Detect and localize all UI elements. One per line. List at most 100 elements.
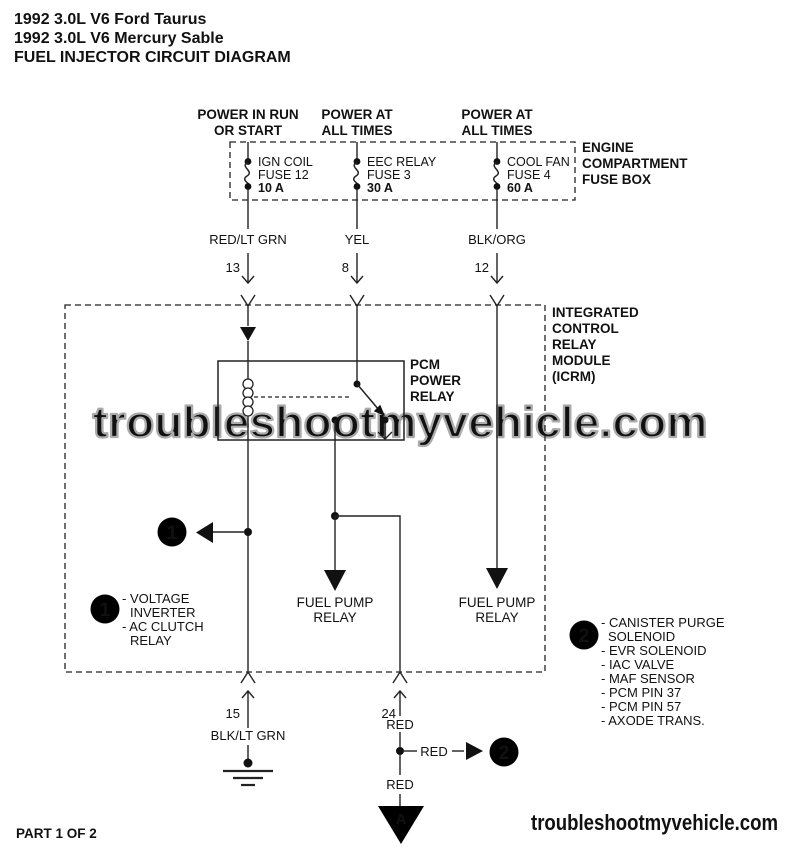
- fuse-name: COOL FAN: [507, 155, 570, 169]
- switch-contact-dot: [381, 416, 389, 424]
- legend2-badge-number: 2: [579, 626, 590, 647]
- svg-text:- MAF SENSOR: - MAF SENSOR: [601, 671, 695, 686]
- fuse-box-label-1: ENGINE: [582, 140, 634, 155]
- relay-label: PCM POWER RELAY: [410, 357, 461, 404]
- svg-text:- CANISTER PURGE: - CANISTER PURGE: [601, 615, 725, 630]
- arrow-right-icon: [466, 742, 483, 760]
- pin-number: 15: [226, 706, 240, 721]
- col3-header-line2: ALL TIMES: [461, 123, 532, 138]
- ground-icon: [223, 758, 273, 787]
- title-line-2: 1992 3.0L V6 Mercury Sable: [14, 30, 224, 47]
- wire-color-label: BLK/LT GRN: [211, 728, 286, 743]
- fuse-box-label-2: COMPARTMENT: [582, 156, 688, 171]
- fuse-terminal-dot: [244, 183, 252, 190]
- icrm-input-connectors: [240, 253, 505, 308]
- fuse-amps: 30 A: [367, 181, 393, 195]
- svg-text:FUEL PUMP: FUEL PUMP: [459, 595, 536, 610]
- wire-color-label: RED: [386, 777, 413, 792]
- connector-pin-8: [349, 253, 365, 308]
- icrm-label-5: (ICRM): [552, 369, 596, 384]
- site-name: troubleshootmyvehicle.com: [531, 810, 778, 835]
- arrow-down-icon: [490, 275, 504, 285]
- arrow-left-icon: [196, 522, 213, 543]
- col1-header-line2: OR START: [214, 123, 283, 138]
- svg-text:INVERTER: INVERTER: [130, 605, 196, 620]
- part-indicator: PART 1 OF 2: [16, 826, 97, 841]
- svg-text:RELAY: RELAY: [130, 633, 172, 648]
- connector-a-letter: A: [396, 811, 407, 828]
- icrm-label-1: INTEGRATED: [552, 305, 639, 320]
- wire-color-label: RED: [386, 717, 413, 732]
- svg-text:- VOLTAGE: - VOLTAGE: [122, 591, 190, 606]
- arrow-down-icon: [324, 570, 346, 591]
- wire-color-label: RED/LT GRN: [209, 232, 287, 247]
- wire-color-label: YEL: [345, 232, 370, 247]
- col2-header-line2: ALL TIMES: [321, 123, 392, 138]
- fuse-cool-fan: COOL FAN FUSE 4 60 A: [493, 142, 570, 229]
- legend-2: 2 - CANISTER PURGE SOLENOID - EVR SOLENO…: [569, 615, 725, 728]
- pin-number: 8: [342, 260, 349, 275]
- legend2-badge: [569, 620, 599, 650]
- pin-number: 24: [382, 706, 396, 721]
- legend-1: 1 - VOLTAGE INVERTER - AC CLUTCH RELAY: [90, 591, 204, 648]
- title-line-1: 1992 3.0L V6 Ford Taurus: [14, 11, 206, 28]
- svg-text:RELAY: RELAY: [313, 610, 356, 625]
- watermark-text: troubleshootmyvehicle.com: [93, 398, 708, 447]
- power-source-headers: POWER IN RUN OR START POWER AT ALL TIMES…: [197, 107, 533, 138]
- relay-label-2: POWER: [410, 373, 461, 388]
- svg-text:SOLENOID: SOLENOID: [608, 629, 675, 644]
- fuse-terminal-dot: [493, 183, 501, 190]
- connector-pin-12: [489, 253, 505, 308]
- svg-text:- PCM PIN 37: - PCM PIN 37: [601, 685, 681, 700]
- legend1-badge-number: 1: [100, 600, 111, 621]
- pin15-ground-path: [240, 670, 256, 763]
- title-block: 1992 3.0L V6 Ford Taurus 1992 3.0L V6 Me…: [14, 11, 291, 66]
- callout2-pointer: 2: [489, 737, 519, 767]
- svg-text:- AC CLUTCH: - AC CLUTCH: [122, 619, 204, 634]
- fuse-amps: 10 A: [258, 181, 284, 195]
- callout1-badge-number: 1: [167, 523, 178, 544]
- pin-number: 12: [475, 260, 489, 275]
- arrow-down-icon: [350, 275, 364, 285]
- switch-blade: [356, 383, 380, 411]
- wire-color-label: BLK/ORG: [468, 232, 526, 247]
- callout1-badge: [157, 517, 187, 547]
- connector-pin-13: [240, 253, 256, 308]
- pin-number: 13: [226, 260, 240, 275]
- socket-icon: [392, 670, 408, 684]
- col2-header-line1: POWER AT: [321, 107, 393, 122]
- fuse-terminal-dot: [353, 183, 361, 190]
- fuse-box-outline: [229, 141, 576, 201]
- socket-icon: [240, 670, 256, 684]
- callout1-pointer: 1: [157, 517, 252, 547]
- pcm-power-relay: [217, 306, 405, 672]
- fuse-name: IGN COIL: [258, 155, 313, 169]
- icrm-box-outline: [64, 304, 546, 673]
- fuse-name: EEC RELAY: [367, 155, 437, 169]
- svg-text:- EVR SOLENOID: - EVR SOLENOID: [601, 643, 706, 658]
- connector-a-triangle-icon: [378, 806, 424, 844]
- title-line-3: FUEL INJECTOR CIRCUIT DIAGRAM: [14, 49, 291, 66]
- svg-text:FUEL PUMP: FUEL PUMP: [297, 595, 374, 610]
- arrow-down-icon: [241, 275, 255, 285]
- wire-labels: RED/LT GRN YEL BLK/ORG: [209, 232, 526, 247]
- relay-output-branch: [324, 512, 401, 672]
- fuse-box: [229, 141, 576, 201]
- fuse-amps: 60 A: [507, 181, 533, 195]
- relay-label-1: PCM: [410, 357, 440, 372]
- fuse-eec-relay: EEC RELAY FUSE 3 30 A: [353, 142, 437, 229]
- junction-dot: [396, 747, 404, 755]
- fuse-box-label-3: FUSE BOX: [582, 172, 651, 187]
- svg-text:- IAC VALVE: - IAC VALVE: [601, 657, 675, 672]
- col3-header-line1: POWER AT: [461, 107, 533, 122]
- fuse-id: FUSE 3: [367, 168, 411, 182]
- fuse-ign-coil: IGN COIL FUSE 12 10 A: [244, 142, 313, 229]
- svg-text:- PCM PIN 57: - PCM PIN 57: [601, 699, 681, 714]
- legend1-badge: [90, 594, 120, 624]
- fuse-id: FUSE 4: [507, 168, 551, 182]
- cool-fan-feed: [486, 306, 508, 589]
- callout2-badge-number: 2: [499, 743, 510, 764]
- fuse-box-label: ENGINE COMPARTMENT FUSE BOX: [582, 140, 688, 187]
- connector-a: A: [378, 806, 424, 844]
